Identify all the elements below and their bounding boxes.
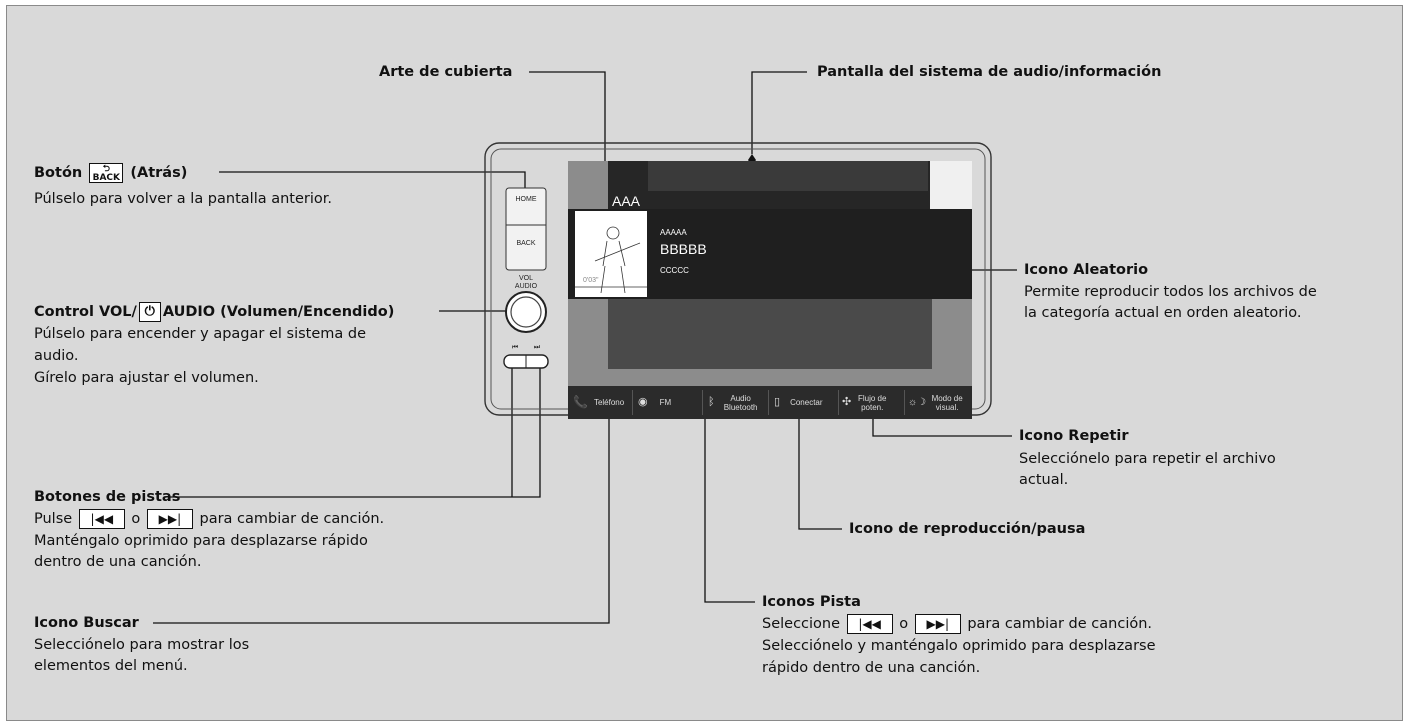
bar-item-bluetooth[interactable]: ᛒ Audio Bluetooth (708, 393, 758, 412)
next-track-glyph: ⏭ (533, 344, 541, 351)
desc-vol-1: Púlselo para encender y apagar el sistem… (34, 326, 366, 342)
label-track-buttons: Botones de pistas (34, 489, 181, 505)
next-track-icon: ▶▶| (914, 614, 961, 634)
desc-vol-2: audio. (34, 348, 79, 364)
vol-label: VOL (518, 275, 533, 282)
smartphone-icon: ▯ (774, 396, 781, 408)
bar-item-fan[interactable]: ✣ Flujo de poten. (842, 393, 887, 412)
desc-track-icons-3: rápido dentro de una canción. (762, 660, 981, 676)
phone-icon: 📞 (573, 395, 588, 409)
bar-item-display-mode[interactable]: ☼☽ Modo de visual. (908, 393, 963, 412)
desc-track-icons-1: Seleccione |◀◀ o ▶▶| para cambiar de can… (762, 614, 1153, 634)
label-track-icons: Iconos Pista (762, 594, 861, 610)
desc-track-2: Manténgalo oprimido para desplazarse ráp… (34, 533, 368, 549)
bar-item-connect[interactable]: ▯ Conectar (774, 396, 823, 408)
desc-track-1: Pulse |◀◀ o ▶▶| para cambiar de canción. (34, 509, 385, 529)
display-mode-icon: ☼☽ (908, 397, 927, 408)
label-cover-art: Arte de cubierta (379, 64, 513, 80)
desc-track-3: dentro de una canción. (34, 554, 202, 570)
label-audio-screen: Pantalla del sistema de audio/informació… (817, 64, 1162, 80)
source-label: AAA (612, 193, 641, 209)
audio-label: AUDIO (514, 283, 538, 290)
back-label: BACK (516, 240, 536, 247)
home-label: HOME (515, 196, 537, 203)
prev-track-icon: |◀◀ (846, 614, 893, 634)
cover-art (575, 211, 647, 297)
prev-track-glyph: ⏮ (511, 344, 519, 351)
bottom-bar: 📞 Teléfono ◉ FM ᛒ Audio Bluetooth ▯ Cone… (568, 386, 972, 419)
audio-screen: AAA AAAAA BBBBB CCCCC 0'03" 📞 Teléfono (568, 161, 972, 419)
label-shuffle-icon: Icono Aleatorio (1024, 262, 1149, 278)
bluetooth-icon: ᛒ (708, 396, 715, 408)
desc-shuffle-2: la categoría actual en orden aleatorio. (1024, 305, 1302, 321)
power-icon: ⏻ (138, 302, 161, 322)
label-back-button: Botón ⮌BACK (Atrás) (34, 163, 188, 183)
next-track-icon: ▶▶| (146, 509, 193, 529)
fan-icon: ✣ (842, 396, 852, 408)
diagram-canvas: HOME BACK VOL AUDIO ⏮ ⏭ AAA AAAAA BBBBB … (6, 5, 1403, 721)
desc-vol-3: Gírelo para ajustar el volumen. (34, 370, 259, 386)
desc-search-1: Selecciónelo para mostrar los (34, 637, 250, 653)
label-search-icon: Icono Buscar (34, 615, 139, 631)
track-line2: BBBBB (660, 241, 707, 257)
elapsed-time: 0'03" (583, 277, 599, 284)
label-vol-control: Control VOL/⏻AUDIO (Volumen/Encendido) (34, 302, 395, 322)
label-play-pause-icon: Icono de reproducción/pausa (849, 521, 1086, 537)
track-line1: AAAAA (660, 228, 687, 237)
bar-item-phone[interactable]: 📞 Teléfono (573, 395, 625, 409)
prev-track-icon: |◀◀ (78, 509, 125, 529)
desc-search-2: elementos del menú. (34, 658, 188, 674)
desc-back-button: Púlselo para volver a la pantalla anteri… (34, 191, 332, 207)
desc-shuffle-1: Permite reproducir todos los archivos de (1024, 284, 1317, 300)
track-line3: CCCCC (660, 266, 689, 275)
back-key-icon: ⮌BACK (89, 163, 124, 183)
fm-icon: ◉ (638, 396, 648, 408)
desc-repeat-2: actual. (1019, 472, 1069, 488)
desc-repeat-1: Selecciónelo para repetir el archivo (1019, 451, 1276, 467)
label-repeat-icon: Icono Repetir (1019, 428, 1129, 444)
bar-item-fm[interactable]: ◉ FM (638, 396, 672, 408)
desc-track-icons-2: Selecciónelo y manténgalo oprimido para … (762, 638, 1156, 654)
